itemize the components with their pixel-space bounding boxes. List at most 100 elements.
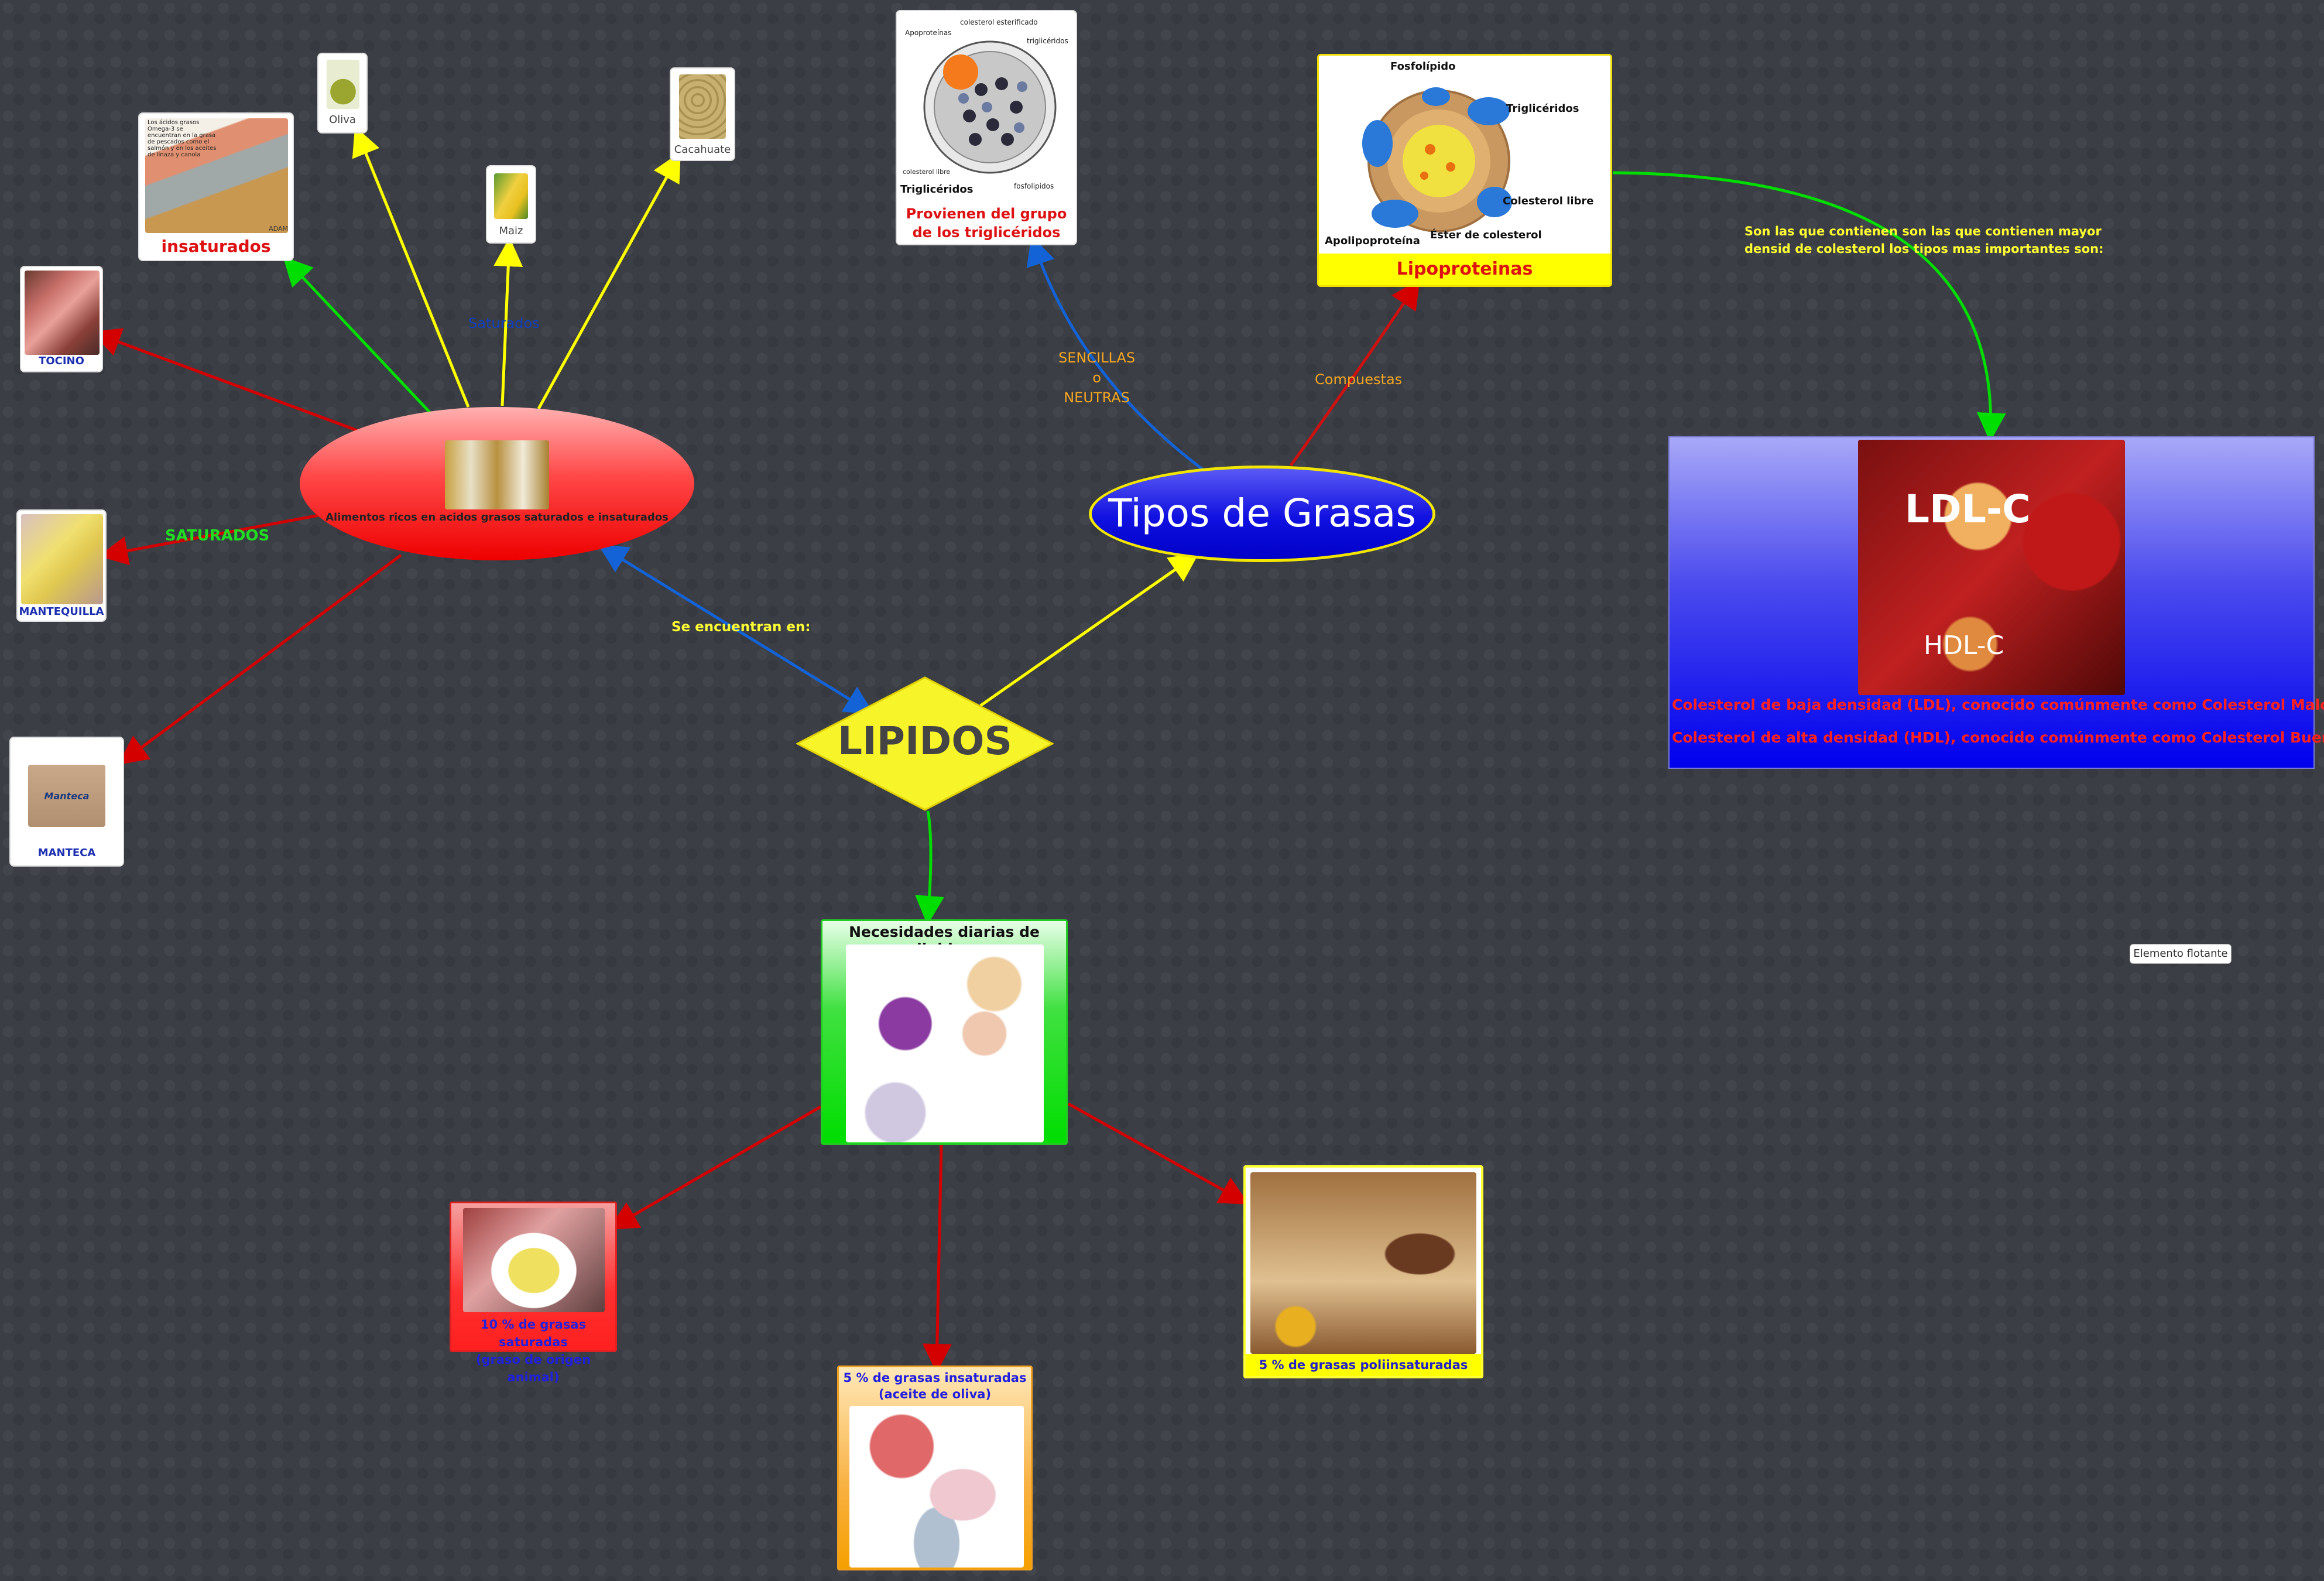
ldl-label: LDL-C [1905,487,2031,532]
diamond-shape [795,676,1055,811]
manteca-box-image: Manteca [28,765,105,827]
saturadas-node[interactable]: 10 % de grasas saturadas (graso de orige… [450,1202,617,1384]
corn-image [494,173,528,219]
saturadas-image [463,1208,605,1312]
alimentos-label: Alimentos ricos en acidos grasos saturad… [325,511,669,523]
peanuts-image [679,74,726,139]
insaturadas-caption-line1: 5 % de grasas insaturadas [843,1371,1027,1385]
insaturados-credit: ADAM [269,225,288,232]
butter-image [21,514,103,604]
trigliceridos-caption-line2: de los triglicéridos [912,224,1061,241]
saturadas-caption: 10 % de grasas saturadas (graso de orige… [451,1316,615,1386]
compuestas-label: Compuestas [1315,371,1403,388]
lipoprotein-diagram [1362,87,1512,232]
link-tipos-trigliceridos [1026,235,1204,471]
link-to-manteca [118,553,402,765]
lipoproteinas-caption: Lipoproteinas [1319,254,1610,285]
label-trigliceridos-small: triglicéridos [1027,37,1068,45]
label-apoproteinas: Apoproteínas [905,29,952,37]
manteca-label: MANTECA [37,847,96,859]
sencillas-label: SENCILLAS o NEUTRAS [1058,348,1135,408]
colesterol-panel[interactable]: LDL-C HDL-C Colesterol de baja densidad … [1668,436,2324,769]
tocino-card[interactable]: TOCINO [20,266,103,372]
hdl-label: HDL-C [1924,631,2004,661]
link-to-maiz [493,237,523,406]
label-colesterol-esterificado: colesterol esterificado [960,18,1038,26]
mantequilla-card[interactable]: MANTEQUILLA [16,509,107,622]
tipos-de-grasas-node[interactable]: Tipos de Grasas [1089,466,1435,562]
colesterol-line1: Colesterol de baja densidad (LDL), conoc… [1672,696,2324,713]
poliinsaturadas-caption: 5 % de grasas poliinsaturadas [1246,1354,1481,1376]
sencillas-line1: SENCILLAS [1058,350,1136,366]
cacahuate-card[interactable]: Cacahuate [670,67,735,161]
label-lipo-trigliceridos: Triglicéridos [1506,102,1579,115]
label-fosfolipidos: fosfolipidos [1014,182,1054,190]
manteca-card[interactable]: Manteca MANTECA [9,737,124,867]
ldl-hdl-image: LDL-C HDL-C [1858,440,2125,695]
label-lipo-colesterol-libre: Colesterol libre [1503,195,1594,207]
link-center-tipos [979,553,1199,707]
fish-oil-image [145,118,288,233]
tocino-label: TOCINO [39,355,84,367]
lipoproteinas-card[interactable]: Fosfolípido Triglicéridos Colesterol lib… [1317,54,1612,287]
insaturadas-caption-line2: (aceite de oliva) [878,1387,992,1401]
label-colesterol-libre: colesterol libre [903,168,951,176]
saturadas-caption-line2: (graso de origen animal) [475,1353,591,1384]
link-to-cacahuate [537,152,681,410]
sencillas-line2: o [1092,369,1101,386]
oliva-label: Oliva [329,114,356,126]
cacahuate-label: Cacahuate [674,143,731,156]
oil-bottles-image [445,440,549,509]
label-fosfolipido: Fosfolípido [1390,60,1456,73]
necesidades-node[interactable]: Necesidades diarias de lipidos [821,919,1068,1145]
link-to-oliva [352,126,470,408]
link-tipos-lipoproteinas [1289,279,1420,467]
link-center-necesidades [915,810,944,925]
insaturadas-caption: 5 % de grasas insaturadas (aceite de oli… [839,1370,1031,1402]
olive-oil-image [327,60,359,109]
trigliceridos-caption-line1: Provienen del grupo [906,206,1067,222]
tipos-title: Tipos de Grasas [1108,491,1416,536]
link-to-mantequilla [98,514,320,566]
maiz-card[interactable]: Maiz [486,165,536,244]
floating-element[interactable]: Elemento flotante [2130,944,2232,964]
son-las-line1: Son las que contienen son las que contie… [1744,224,2102,238]
link-to-insaturadas [922,1144,952,1373]
insaturados-card[interactable]: Los ácidos grasos Omega-3 se encuentran … [138,112,294,261]
oliva-card[interactable]: Oliva [317,53,368,134]
insaturados-label: insaturados [161,237,271,256]
poliinsaturadas-image [1250,1172,1476,1354]
label-apolipoproteina: Apolipoproteína [1325,235,1420,247]
food-needs-illustration [846,945,1044,1142]
label-trigliceridos: Triglicéridos [900,183,974,196]
colesterol-line2: Colesterol de alta densidad (HDL), conoc… [1672,729,2324,746]
son-las-label: Son las que contienen son las que contie… [1744,223,2103,258]
link-to-saturadas [608,1105,822,1230]
saturados-green-label: SATURADOS [165,527,270,545]
bacon-image [25,271,100,355]
triglyceride-diagram [923,40,1057,174]
sencillas-line3: NEUTRAS [1064,389,1130,406]
link-lipoproteinas-colesterol [1612,171,2006,442]
maiz-label: Maiz [499,225,523,237]
center-title: LIPIDOS [838,718,1012,764]
saturadas-caption-line1: 10 % de grasas saturadas [480,1318,587,1349]
center-node-lipidos[interactable]: LIPIDOS [795,676,1055,811]
se-encuentran-label: Se encuentran en: [671,620,811,635]
insaturadas-node[interactable]: 5 % de grasas insaturadas (aceite de oli… [837,1366,1033,1570]
label-ester: Éster de colesterol [1430,229,1542,241]
saturados-blue-label: Saturados [468,315,540,331]
alimentos-node[interactable]: Alimentos ricos en acidos grasos saturad… [300,407,694,560]
link-to-tocino [91,328,358,432]
mantequilla-label: MANTEQUILLA [19,605,104,618]
trigliceridos-caption: Provienen del grupo de los triglicéridos [897,204,1076,242]
son-las-line2: densid de colesterol los tipos mas impor… [1744,242,2104,256]
manteca-box-label: Manteca [44,791,90,802]
poliinsaturadas-node[interactable]: 5 % de grasas poliinsaturadas [1243,1165,1483,1378]
trigliceridos-card[interactable]: Apoproteínas colesterol esterificado tri… [896,10,1077,245]
insaturados-text: Los ácidos grasos Omega-3 se encuentran … [148,119,217,158]
insaturadas-image [849,1406,1024,1568]
link-center-alimentos [598,544,875,715]
link-to-poliinsaturadas [1067,1102,1249,1204]
